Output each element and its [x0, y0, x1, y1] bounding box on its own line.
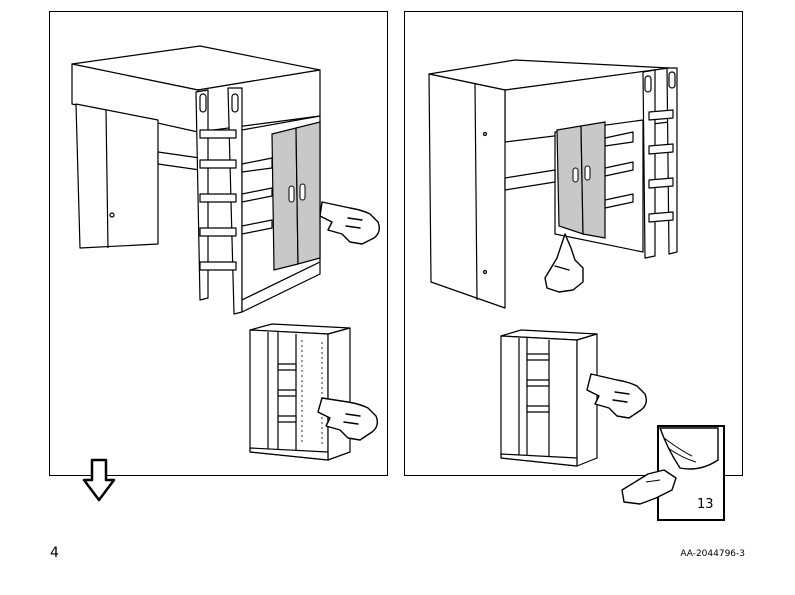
pointing-hand-icon: [544, 233, 584, 293]
assembly-step-panel-right: [404, 11, 743, 476]
pointing-hand-icon: [317, 397, 379, 441]
pointing-hand-icon: [586, 373, 648, 419]
document-code: AA-2044796-3: [680, 549, 745, 559]
pointing-hand-icon: [319, 201, 381, 245]
down-arrow-icon: [80, 458, 118, 504]
loft-bed-wardrobe-illustration-right: [428, 59, 678, 467]
assembly-step-panel-left: [49, 11, 388, 476]
page-turn-icon: 13: [620, 420, 730, 525]
loft-bed-wardrobe-illustration-left: [71, 45, 381, 461]
next-page-number: 13: [697, 497, 714, 512]
page-number: 4: [50, 545, 59, 561]
